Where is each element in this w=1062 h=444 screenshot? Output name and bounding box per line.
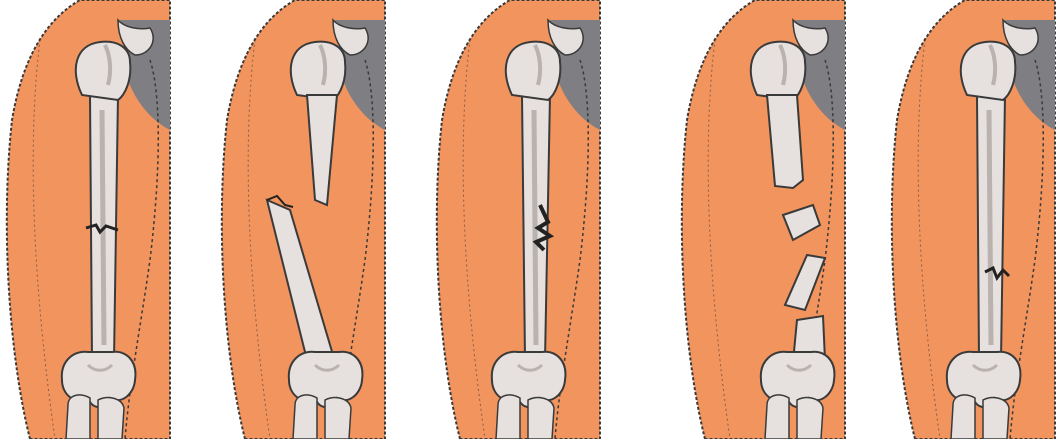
panel-1-caption [35,0,175,8]
panel-4-caption [680,0,860,8]
panel-5-caption [905,0,1055,8]
panel-2-caption [230,0,380,8]
panel-5 [892,0,1055,439]
panel-3 [437,0,600,439]
panel-3-caption [445,0,605,8]
panel-4 [682,0,845,439]
panel-1 [7,0,170,439]
panel-2 [222,0,385,439]
